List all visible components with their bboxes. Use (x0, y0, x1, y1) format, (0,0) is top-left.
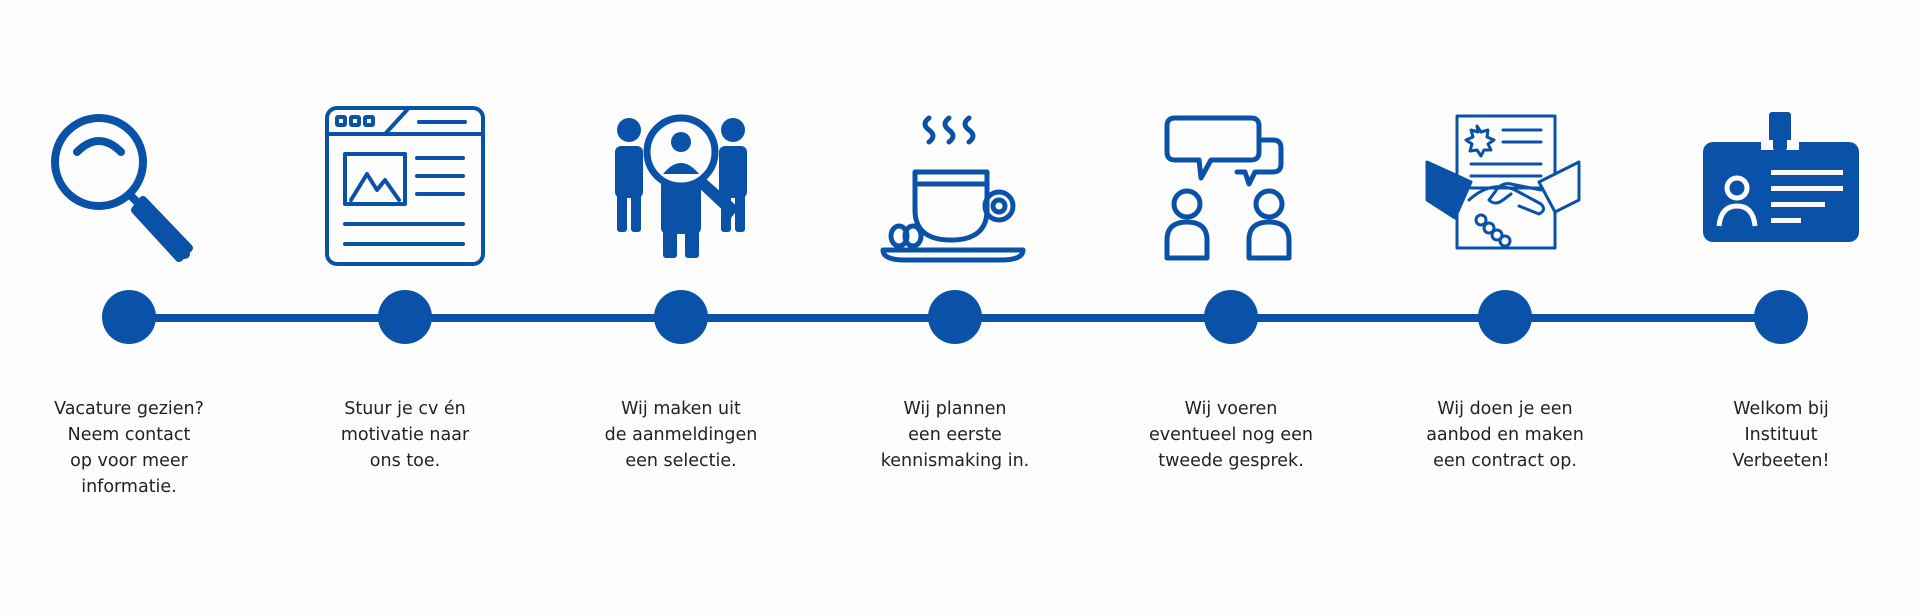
step-2-line: motivatie naar (340, 425, 470, 445)
step-7-line: Instituut (1744, 425, 1818, 445)
step-6-text: Wij doen je een aanbod en maken een cont… (1390, 396, 1620, 474)
step-4-line: Wij plannen (903, 399, 1007, 419)
step-4-text: Wij plannen een eerste kennismaking in. (840, 396, 1070, 474)
timeline-dot (102, 290, 156, 344)
people-search-icon (591, 100, 771, 270)
browser-window-icon (315, 100, 495, 270)
step-1-line: Vacature gezien? (54, 399, 204, 419)
step-1-text: Vacature gezien? Neem contact op voor me… (14, 396, 244, 500)
timeline-dot (654, 290, 708, 344)
magnifier-icon (39, 100, 219, 270)
timeline-dot (1754, 290, 1808, 344)
step-3-line: Wij maken uit (621, 399, 741, 419)
step-4-line: een eerste (908, 425, 1002, 445)
step-7-text: Welkom bij Instituut Verbeeten! (1666, 396, 1896, 474)
conversation-icon (1141, 100, 1321, 270)
step-2-line: ons toe. (369, 451, 441, 471)
step-2-line: Stuur je cv én (344, 399, 466, 419)
step-6-line: aanbod en maken (1426, 425, 1584, 445)
step-3-text: Wij maken uit de aanmeldingen een select… (566, 396, 796, 474)
step-6-line: een contract op. (1433, 451, 1577, 471)
step-2-text: Stuur je cv én motivatie naar ons toe. (290, 396, 520, 474)
step-1-line: op voor meer (70, 451, 188, 471)
step-3-line: een selectie. (625, 451, 737, 471)
timeline-dot (928, 290, 982, 344)
id-badge-icon (1691, 100, 1871, 270)
contract-handshake-icon (1415, 100, 1595, 270)
step-5-line: eventueel nog een (1149, 425, 1313, 445)
step-5-line: tweede gesprek. (1158, 451, 1304, 471)
step-6-line: Wij doen je een (1437, 399, 1573, 419)
step-7-line: Verbeeten! (1732, 451, 1830, 471)
step-5-text: Wij voeren eventueel nog een tweede gesp… (1116, 396, 1346, 474)
step-7-line: Welkom bij (1733, 399, 1829, 419)
step-1-line: informatie. (81, 477, 177, 497)
timeline-dot (378, 290, 432, 344)
step-4-line: kennismaking in. (880, 451, 1030, 471)
coffee-cup-icon (865, 100, 1045, 270)
step-3-line: de aanmeldingen (604, 425, 758, 445)
timeline-dot (1204, 290, 1258, 344)
timeline-dot (1478, 290, 1532, 344)
step-1-line: Neem contact (67, 425, 191, 445)
step-5-line: Wij voeren (1184, 399, 1278, 419)
